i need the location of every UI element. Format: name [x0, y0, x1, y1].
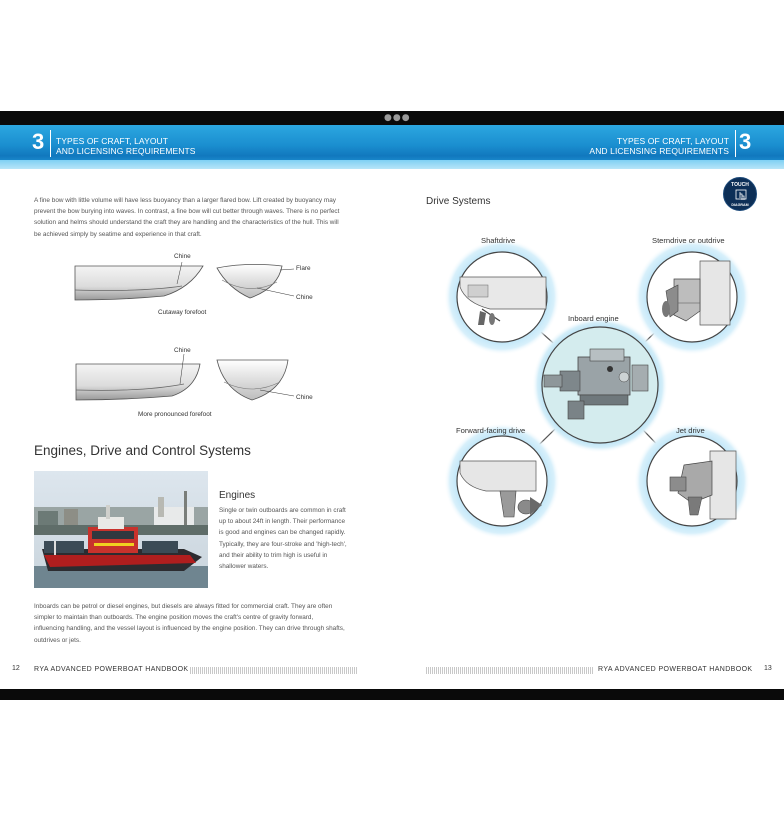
- lifeboat-photo: [34, 471, 208, 588]
- text-line: shallower waters.: [219, 563, 269, 571]
- jet-drive-illustration: [669, 450, 737, 520]
- text-line: simpler to maintain than outboards. The …: [34, 614, 314, 622]
- chapter-number: 3: [739, 129, 752, 154]
- forward-drive-illustration: [459, 460, 542, 518]
- text-line: Typically, they are four-stroke and 'hig…: [219, 540, 347, 548]
- shaftdrive-label: Shaftdrive: [481, 236, 516, 245]
- text-line: be achieved simply by seatime and experi…: [34, 230, 202, 238]
- text-line: and their ability to trim high is useful…: [219, 551, 328, 559]
- footer-rule: [190, 667, 358, 674]
- chine-label: Chine: [174, 253, 191, 260]
- section-heading: Engines, Drive and Control Systems: [34, 443, 251, 458]
- hull-diagram-cutaway: [74, 261, 295, 301]
- page-number-left: 12: [12, 665, 20, 672]
- flare-label: Flare: [296, 265, 311, 272]
- footer-title-left: RYA ADVANCED POWERBOAT HANDBOOK: [34, 666, 189, 673]
- hull-diagram-forefoot: [75, 354, 295, 401]
- inboard-engine-label: Inboard engine: [568, 314, 619, 323]
- chapter-divider: [50, 130, 51, 157]
- bottom-bar: [0, 689, 784, 700]
- chapter-divider: [735, 130, 736, 157]
- chapter-title-line1: TYPES OF CRAFT, LAYOUT: [616, 136, 729, 146]
- figure-caption: Cutaway forefoot: [158, 309, 207, 316]
- touch-label: TOUCH: [731, 182, 749, 188]
- text-line: influencing handling, and the vessel lay…: [34, 625, 345, 633]
- forward-drive-label: Forward-facing drive: [456, 426, 526, 435]
- figure-caption: More pronounced forefoot: [138, 411, 212, 418]
- intro-paragraph: A fine bow with little volume will have …: [34, 195, 374, 240]
- chine-label: Chine: [296, 294, 313, 301]
- text-line: A fine bow with little volume will have …: [34, 197, 336, 204]
- chine-label: Chine: [174, 347, 191, 354]
- chapter-title-line1: TYPES OF CRAFT, LAYOUT: [56, 136, 169, 146]
- jet-drive-label: Jet drive: [676, 426, 705, 435]
- text-line: is good and engines can be changed rapid…: [219, 529, 346, 537]
- band-stripe: [0, 160, 392, 169]
- drive-systems-diagram: [444, 239, 750, 539]
- sterndrive-illustration: [662, 260, 731, 326]
- touch-diagram-badge[interactable]: TOUCH DIAGRAM: [723, 177, 757, 211]
- chine-label: Chine: [296, 394, 313, 401]
- chapter-band-right: TYPES OF CRAFT, LAYOUT AND LICENSING REQ…: [392, 125, 784, 169]
- page-number-right: 13: [764, 665, 772, 672]
- chapter-band-left: 3 TYPES OF CRAFT, LAYOUT AND LICENSING R…: [0, 125, 392, 169]
- top-bar: ●●●: [0, 111, 784, 125]
- engines-heading: Engines: [219, 490, 256, 501]
- shaftdrive-illustration: [459, 276, 547, 325]
- text-line: prevent the bow burying into waves. In c…: [34, 208, 340, 216]
- chapter-title-line2: AND LICENSING REQUIREMENTS: [56, 146, 196, 156]
- engines-paragraph: Single or twin outboards are common in c…: [219, 505, 369, 572]
- text-line: Inboards can be petrol or diesel engines…: [34, 603, 333, 610]
- diagram-label: DIAGRAM: [731, 203, 749, 207]
- text-line: Single or twin outboards are common in c…: [219, 507, 346, 514]
- chapter-title: TYPES OF CRAFT, LAYOUT AND LICENSING REQ…: [56, 136, 196, 156]
- text-line: outdrives or jets.: [34, 636, 81, 644]
- chapter-title: TYPES OF CRAFT, LAYOUT AND LICENSING REQ…: [589, 136, 729, 156]
- band-stripe: [392, 160, 784, 169]
- inboards-paragraph: Inboards can be petrol or diesel engines…: [34, 601, 374, 646]
- text-line: solution and helms should understand the…: [34, 219, 339, 227]
- footer-title-right: RYA ADVANCED POWERBOAT HANDBOOK: [598, 666, 753, 673]
- drive-systems-heading: Drive Systems: [426, 196, 491, 207]
- hand-icon: [735, 189, 747, 200]
- footer-rule: [426, 667, 594, 674]
- sterndrive-label: Sterndrive or outdrive: [652, 236, 725, 245]
- chapter-title-line2: AND LICENSING REQUIREMENTS: [589, 146, 729, 156]
- more-icon[interactable]: ●●●: [384, 113, 411, 123]
- inboard-engine-illustration: [543, 348, 649, 420]
- text-line: up to about 24ft in length. Their perfor…: [219, 518, 345, 526]
- chapter-number: 3: [32, 129, 45, 154]
